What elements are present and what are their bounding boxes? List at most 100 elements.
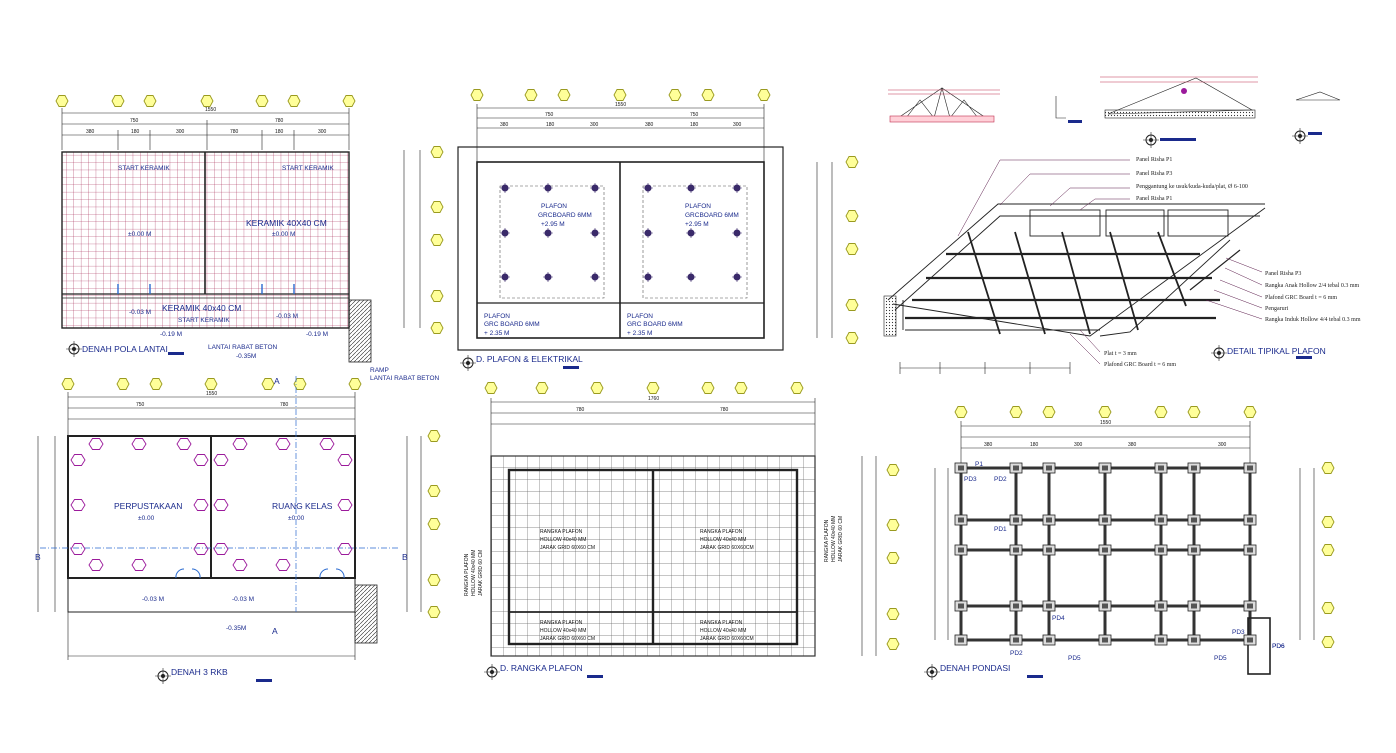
svg-text:-0.03 M: -0.03 M <box>129 309 151 316</box>
svg-text:A: A <box>274 376 280 386</box>
dim-a: 380 <box>500 122 509 128</box>
dimension-lines <box>476 104 833 338</box>
panel-pola-lantai: 1550 750 780 380 180 300 780 180 300 STA… <box>55 95 444 382</box>
dim-span-1: 750 <box>130 118 139 124</box>
svg-text:±0.00: ±0.00 <box>138 515 155 522</box>
dimension-lines <box>37 392 422 660</box>
svg-text:GRC BOARD 6MM: GRC BOARD 6MM <box>627 321 683 328</box>
denah-labels: PERPUSTAKAAN ±0.00 RUANG KELAS ±0.00 -0.… <box>35 376 408 636</box>
svg-text:Plafond GRC Board t = 6 mm: Plafond GRC Board t = 6 mm <box>1104 361 1176 368</box>
svg-text:START KERAMIK: START KERAMIK <box>178 317 230 324</box>
dim-c: 300 <box>590 122 599 128</box>
svg-text:PD2: PD2 <box>994 476 1007 483</box>
dimension-lines <box>61 108 421 328</box>
svg-text:RANGKA PLAFON: RANGKA PLAFON <box>540 620 583 626</box>
ceiling-isometric <box>887 203 1266 337</box>
dim-2: 780 <box>720 407 729 413</box>
dim-b: 180 <box>131 129 140 135</box>
dim-1: 750 <box>545 112 554 118</box>
svg-text:+ 2.35 M: + 2.35 M <box>627 330 652 337</box>
svg-text:HOLLOW 40x40 MM: HOLLOW 40x40 MM <box>540 537 586 543</box>
svg-text:PD3: PD3 <box>1232 629 1245 636</box>
svg-text:Panel Risha P1: Panel Risha P1 <box>1136 157 1172 163</box>
svg-text:PD6: PD6 <box>1272 643 1285 650</box>
svg-text:RANGKA PLAFON: RANGKA PLAFON <box>464 553 470 596</box>
svg-text:RANGKA PLAFON: RANGKA PLAFON <box>824 519 830 562</box>
dim-e: 180 <box>275 129 284 135</box>
grid-bubbles-right <box>845 156 859 344</box>
dim-f: 300 <box>733 122 742 128</box>
grid-bubbles-right <box>427 430 441 618</box>
svg-text:-0.35M: -0.35M <box>236 353 256 360</box>
svg-text:PD4: PD4 <box>1052 615 1065 622</box>
ramp <box>354 584 378 644</box>
dim-e: 180 <box>690 122 699 128</box>
svg-text:KERAMIK 40x40 CM: KERAMIK 40x40 CM <box>162 303 241 313</box>
rangka-labels: RANGKA PLAFON HOLLOW 40x40 MM JARAK GRID… <box>464 516 844 642</box>
dim-2: 180 <box>1030 442 1039 448</box>
svg-text:Plafond GRC Board t = 6 mm: Plafond GRC Board t = 6 mm <box>1265 294 1337 301</box>
caption-pondasi: DENAH PONDASI <box>940 663 1010 673</box>
grid-bubbles-right <box>886 464 900 650</box>
lamp-icons <box>499 182 743 283</box>
panel-detail-plafon: Panel Risha P1 Panel Risha P3 Penggantun… <box>883 76 1361 374</box>
svg-text:LANTAI RABAT BETON: LANTAI RABAT BETON <box>208 344 278 351</box>
svg-text:PLAFON: PLAFON <box>541 203 567 210</box>
svg-text:HOLLOW 40x40 MM: HOLLOW 40x40 MM <box>540 628 586 634</box>
caption-detail: DETAIL TIPIKAL PLAFON <box>1227 346 1326 356</box>
svg-text:RUANG KELAS: RUANG KELAS <box>272 501 333 511</box>
svg-text:+ 2.35 M: + 2.35 M <box>484 330 509 337</box>
svg-text:GRCBOARD 6MM: GRCBOARD 6MM <box>685 212 739 219</box>
svg-text:-0.03 M: -0.03 M <box>276 313 298 320</box>
caption-marker-icon <box>483 663 501 681</box>
grid-bubbles-top <box>61 378 362 390</box>
dim-4: 380 <box>1128 442 1137 448</box>
caption-plafon: D. PLAFON & ELEKTRIKAL <box>476 354 583 364</box>
svg-text:PD3: PD3 <box>964 476 977 483</box>
svg-text:-0.19 M: -0.19 M <box>306 331 328 338</box>
dim-1: 750 <box>136 402 145 408</box>
caption-marker-icon <box>1210 344 1228 362</box>
svg-text:HOLLOW 40x40 MM: HOLLOW 40x40 MM <box>471 550 477 596</box>
svg-text:HOLLOW 40x40 MM: HOLLOW 40x40 MM <box>700 537 746 543</box>
svg-text:Penggantung ke usuk/kuda-kuda/: Penggantung ke usuk/kuda-kuda/plat, Ø 6-… <box>1136 184 1248 190</box>
svg-text:-0.03 M: -0.03 M <box>232 596 254 603</box>
dim-1: 780 <box>576 407 585 413</box>
dim-d: 780 <box>230 129 239 135</box>
svg-text:-0.35M: -0.35M <box>226 625 246 632</box>
svg-text:Pengaruri: Pengaruri <box>1265 306 1289 312</box>
grid-bubbles-top <box>954 406 1257 418</box>
grid-bubbles-top <box>470 89 771 101</box>
dimension-lines <box>934 421 1315 640</box>
svg-text:JARAK GRID 60 CM: JARAK GRID 60 CM <box>478 550 484 596</box>
roof-outline <box>457 146 784 351</box>
dim-total: 1550 <box>615 102 626 108</box>
dim-d: 380 <box>645 122 654 128</box>
svg-text:RANGKA PLAFON: RANGKA PLAFON <box>700 620 743 626</box>
svg-text:JARAK GRID 60X60CM: JARAK GRID 60X60CM <box>700 636 754 642</box>
svg-text:PLAFON: PLAFON <box>627 313 653 320</box>
svg-text:HOLLOW 40x40 MM: HOLLOW 40x40 MM <box>831 516 837 562</box>
dim-b: 180 <box>546 122 555 128</box>
caption-marker-icon <box>459 354 477 372</box>
truss-elevations <box>888 76 1341 123</box>
panel-rangka-plafon: 1760 780 780 RANGKA PLAFON HOLLOW 40x40 … <box>464 382 900 681</box>
svg-text:KERAMIK 40X40 CM: KERAMIK 40X40 CM <box>246 218 327 228</box>
svg-text:JARAK GRID 60X60CM: JARAK GRID 60X60CM <box>700 545 754 551</box>
caption-pola: DENAH POLA LANTAI <box>82 344 168 354</box>
svg-text:HOLLOW 40x40 MM: HOLLOW 40x40 MM <box>700 628 746 634</box>
svg-text:PLAFON: PLAFON <box>484 313 510 320</box>
dim-3: 300 <box>1074 442 1083 448</box>
grid-bubbles-top <box>484 382 804 394</box>
svg-text:PD5: PD5 <box>1068 655 1081 662</box>
svg-text:RANGKA PLAFON: RANGKA PLAFON <box>540 529 583 535</box>
dim-5: 300 <box>1218 442 1227 448</box>
svg-text:PERPUSTAKAAN: PERPUSTAKAAN <box>114 501 182 511</box>
dim-total: 1550 <box>206 391 217 397</box>
svg-text:GRC BOARD 6MM: GRC BOARD 6MM <box>484 321 540 328</box>
dim-c: 300 <box>176 129 185 135</box>
grid-bubbles-top <box>55 95 356 107</box>
svg-text:Rangka Anak Hollow 2/4 tebal 0: Rangka Anak Hollow 2/4 tebal 0.3 mm <box>1265 283 1359 289</box>
svg-text:RANGKA PLAFON: RANGKA PLAFON <box>700 529 743 535</box>
